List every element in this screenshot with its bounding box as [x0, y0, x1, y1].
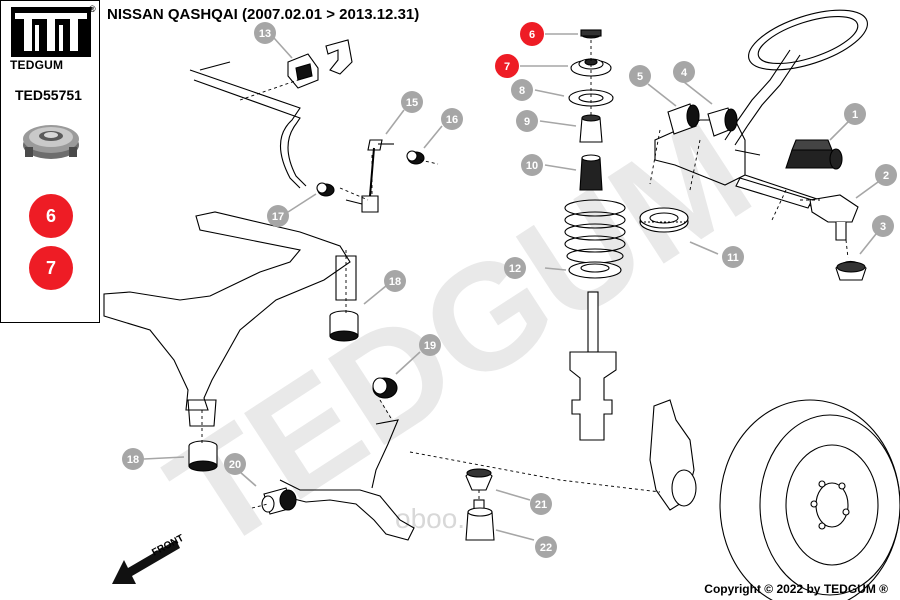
callout-9[interactable]: 9 [516, 110, 538, 132]
callout-22[interactable]: 22 [535, 536, 557, 558]
svg-text:5: 5 [637, 71, 643, 83]
strut-bearing [639, 207, 689, 233]
svg-text:8: 8 [519, 85, 525, 97]
callout-8[interactable]: 8 [511, 79, 533, 101]
svg-text:20: 20 [229, 459, 241, 471]
svg-text:9: 9 [524, 116, 530, 128]
callout-13[interactable]: 13 [254, 22, 276, 44]
callout-19[interactable]: 19 [419, 334, 441, 356]
assembly-guides [201, 40, 849, 509]
callout-16[interactable]: 16 [441, 108, 463, 130]
brand-reg-mark: ® [89, 4, 96, 14]
control-arm-bushing-19 [372, 377, 398, 399]
ball-joint-boot [835, 260, 867, 281]
callout-11[interactable]: 11 [722, 246, 744, 268]
svg-text:18: 18 [127, 454, 139, 466]
product-photo [23, 125, 79, 159]
callout-2[interactable]: 2 [875, 164, 897, 186]
callout-leaders [143, 33, 879, 541]
svg-text:1: 1 [852, 109, 858, 121]
svg-text:15: 15 [406, 97, 418, 109]
svg-text:19: 19 [424, 340, 436, 352]
lower-control-arm [279, 419, 415, 541]
svg-text:18: 18 [389, 276, 401, 288]
svg-text:21: 21 [535, 499, 547, 511]
callout-6-diagram[interactable]: 6 [520, 22, 544, 46]
part-code: TED55751 [15, 87, 82, 103]
callout-21[interactable]: 21 [530, 493, 552, 515]
callout-12[interactable]: 12 [504, 257, 526, 279]
brand-name: TEDGUM [10, 58, 64, 72]
svg-text:2: 2 [883, 170, 889, 182]
callout-7-diagram[interactable]: 7 [495, 54, 519, 78]
svg-text:11: 11 [727, 252, 739, 264]
subframe-bushing-upper [329, 310, 359, 342]
callout-bubbles: 13 15 16 17 18 19 18 20 21 22 6 7 8 9 10… [122, 22, 897, 558]
tedgum-logo-mark [11, 7, 91, 57]
callout-3[interactable]: 3 [872, 215, 894, 237]
svg-text:16: 16 [446, 114, 458, 126]
wheel [719, 399, 900, 600]
steering-rack-bushings [667, 103, 738, 137]
callout-18-lower[interactable]: 18 [122, 448, 144, 470]
svg-text:7: 7 [504, 61, 510, 73]
svg-text:17: 17 [272, 211, 284, 223]
svg-text:12: 12 [509, 263, 521, 275]
callout-7[interactable]: 7 [29, 246, 73, 290]
callout-17[interactable]: 17 [267, 205, 289, 227]
product-sidebar: ® TEDGUM TED55751 6 7 [0, 0, 100, 323]
callout-4[interactable]: 4 [673, 61, 695, 83]
strut-mount-stack [568, 29, 614, 191]
shock-absorber [569, 291, 617, 441]
svg-text:10: 10 [526, 160, 538, 172]
tie-rod-end [735, 177, 859, 241]
callout-1[interactable]: 1 [844, 103, 866, 125]
front-arrow: FRONT [112, 533, 186, 584]
tie-rod-boot [785, 139, 843, 170]
svg-text:4: 4 [681, 67, 688, 79]
callout-6[interactable]: 6 [29, 194, 73, 238]
spring-seat [568, 261, 622, 279]
callout-10[interactable]: 10 [521, 154, 543, 176]
stabilizer-bushing-bracket [287, 39, 353, 89]
subframe-bushing-lower [188, 440, 218, 472]
callout-18-upper[interactable]: 18 [384, 270, 406, 292]
stabilizer-link [345, 139, 394, 213]
svg-text:6: 6 [529, 29, 535, 41]
svg-text:22: 22 [540, 542, 552, 554]
svg-text:3: 3 [880, 221, 886, 233]
callout-20[interactable]: 20 [224, 453, 246, 475]
stabilizer-bar [189, 61, 307, 189]
callout-5[interactable]: 5 [629, 65, 651, 87]
control-arm-bushing-20 [261, 487, 297, 515]
steering-knuckle [649, 399, 697, 511]
copyright-notice: Copyright © 2022 by TEDGUM ® [704, 582, 888, 596]
svg-text:13: 13 [259, 28, 271, 40]
callout-15[interactable]: 15 [401, 91, 423, 113]
page-title: NISSAN QASHQAI (2007.02.01 > 2013.12.31) [107, 6, 420, 23]
lower-ball-joint [465, 468, 495, 541]
tedgum-logo [11, 7, 91, 73]
link-bushings [316, 150, 425, 197]
